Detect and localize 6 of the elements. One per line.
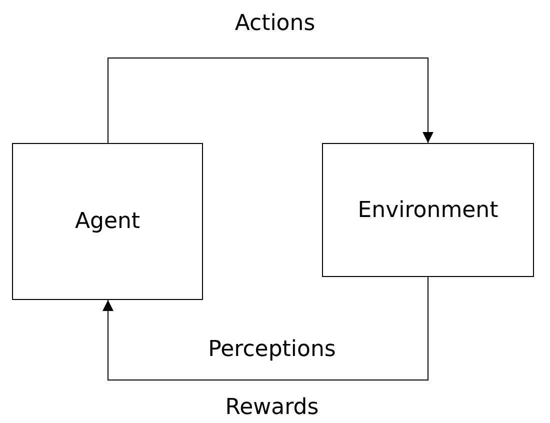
process-box: Agent xyxy=(12,143,203,300)
arrow xyxy=(102,276,428,380)
arrow xyxy=(108,58,434,144)
process-box: Environment xyxy=(322,143,534,277)
edge-label: Perceptions xyxy=(208,339,336,361)
text-label: Rewards xyxy=(225,397,319,419)
